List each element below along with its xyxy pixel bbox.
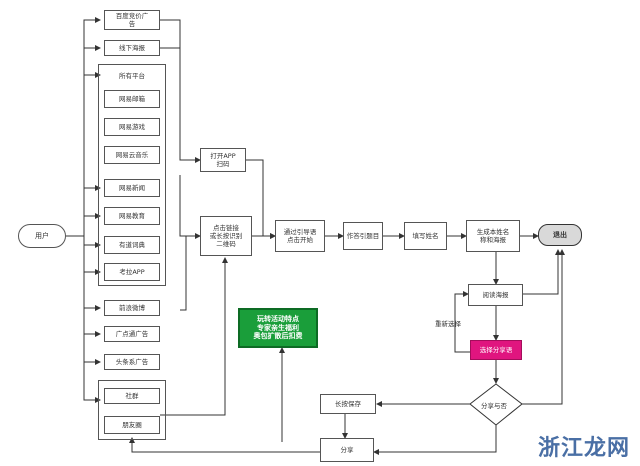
generate-poster-node: 生成本姓名 称和海报 [466, 220, 520, 252]
wangyi-news-node: 网易新闻 [104, 179, 160, 197]
edge-baidu-scan [160, 19, 201, 163]
baidu-ad-node: 百度竞价广 告 [104, 10, 160, 30]
fill-name-node: 填写姓名 [404, 222, 447, 250]
edge-reselect [454, 291, 470, 353]
user-node: 用户 [18, 224, 66, 248]
community-node: 社群 [104, 388, 160, 404]
share-decision-label: 分享与否 [481, 402, 507, 410]
wangyi-game-node: 网易游戏 [104, 118, 160, 136]
wangyi-edu-node: 网易教育 [104, 207, 160, 225]
edge-social-click [160, 257, 228, 416]
wangyi-music-node: 网易云音乐 [104, 146, 160, 164]
edge-bottom-click [180, 236, 187, 311]
click-link-node: 点击链接 或长按识别 二维码 [200, 216, 252, 256]
social-group [98, 380, 166, 440]
share-decision-diamond [469, 383, 523, 426]
platforms-group [98, 64, 166, 286]
edge-user-social [83, 236, 101, 403]
edge-diamond-exit [522, 249, 565, 405]
edge-share-loop [129, 437, 320, 453]
kaola-app-node: 考拉APP [104, 263, 160, 281]
long-press-save-node: 长按保存 [320, 394, 376, 414]
watermark-logo: 浙江龙网 [537, 435, 630, 461]
open-app-scan-node: 打开APP 扫码 [200, 148, 246, 172]
edge-diamond-share [373, 425, 497, 455]
share-node: 分享 [320, 438, 374, 462]
weibo-ad-node: 前浪微博 [104, 300, 160, 316]
offline-poster-node: 线下海报 [104, 40, 160, 56]
edge-user-trunk [66, 17, 101, 237]
reselect-label: 重新选择 [435, 320, 461, 328]
wangyi-mail-node: 网易邮箱 [104, 90, 160, 108]
edge-read-exit [523, 249, 561, 295]
register-flow-node: 通过引导语 点击开始 [275, 220, 325, 252]
guangdiantong-ad-node: 广点通广告 [104, 326, 160, 342]
moments-node: 朋友圈 [104, 416, 160, 434]
pink-node: 选择分享语 [470, 340, 522, 360]
toutiao-ad-node: 头条系广告 [104, 354, 160, 370]
answer-node: 作答引题目 [343, 222, 383, 250]
youdao-dict-node: 有道词典 [104, 236, 160, 254]
exit-node: 退出 [538, 224, 582, 246]
green-node: 玩转活动特点 专家亲生福利 奥包扩散后扣费 [238, 308, 318, 348]
platforms-group-label: 所有平台 [119, 72, 145, 80]
edge-group-click [179, 175, 201, 239]
read-poster-node: 阅读海报 [468, 284, 523, 306]
